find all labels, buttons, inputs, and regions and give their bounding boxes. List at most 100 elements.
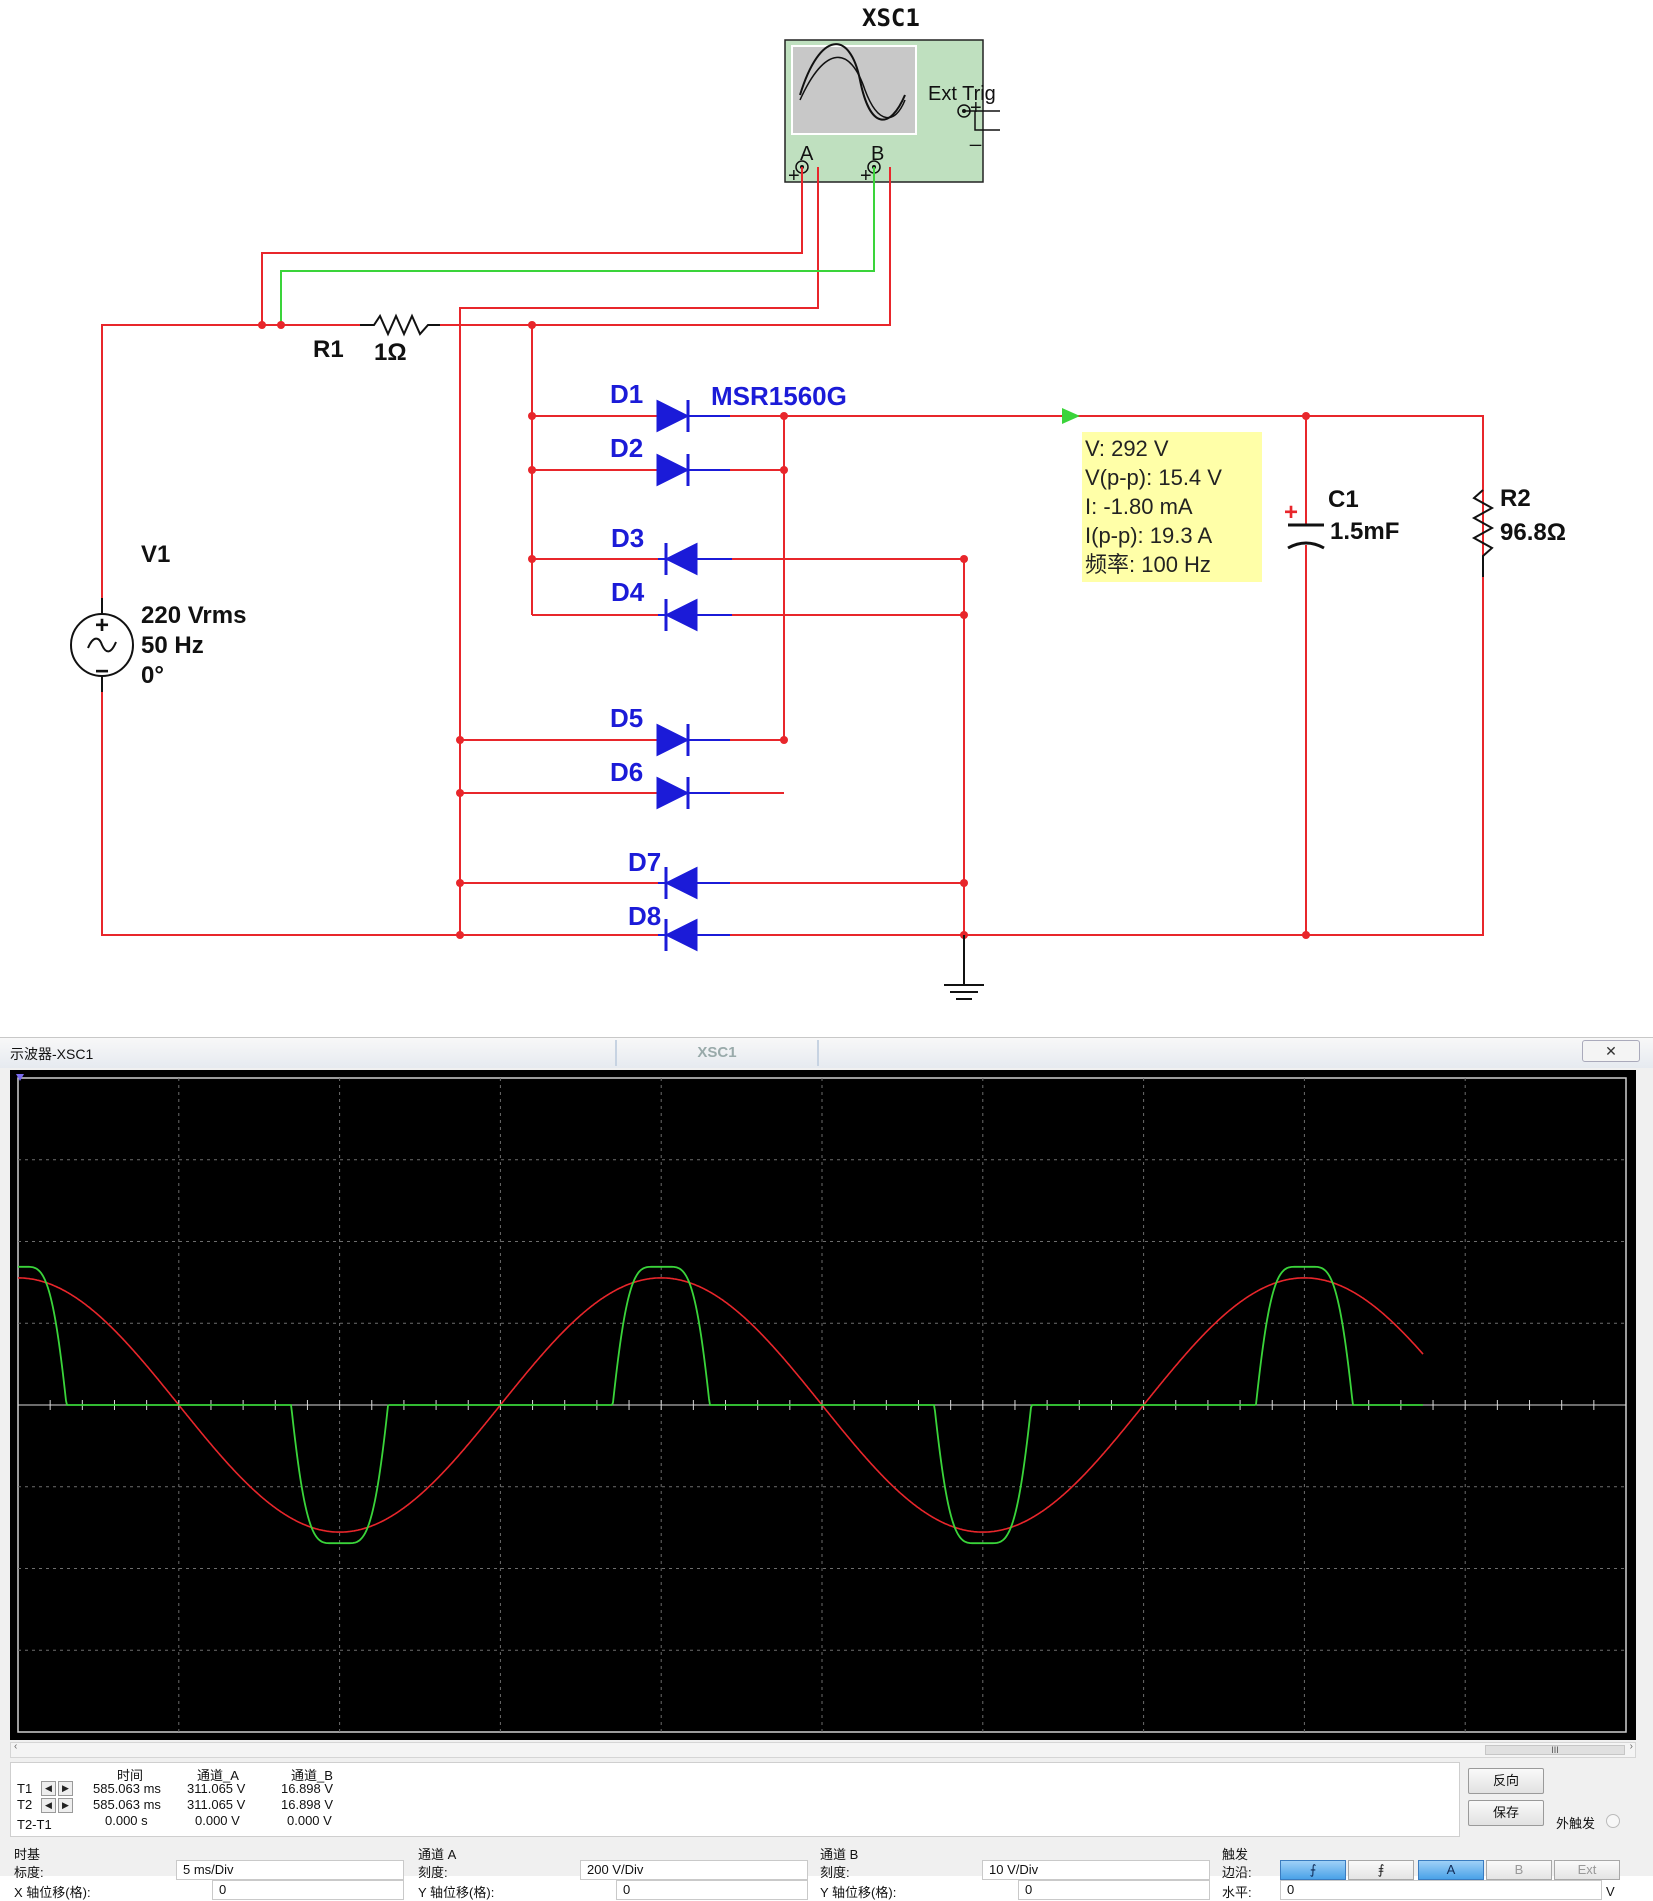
t2-channel-b: 16.898 V: [281, 1797, 334, 1812]
junction-dots: [258, 321, 1310, 939]
diff-channel-a: 0.000 V: [195, 1813, 240, 1828]
trigger-source-b-button[interactable]: B: [1486, 1860, 1552, 1880]
channel-b-terminal-label: B: [871, 143, 884, 165]
diode-d5-label: D5: [610, 703, 643, 733]
trigger-title: 触发: [1222, 1847, 1249, 1862]
ground-icon: [944, 935, 984, 1000]
t1-time: 585.063 ms: [93, 1781, 161, 1796]
trigger-rising-edge-button[interactable]: ⨍: [1280, 1860, 1346, 1880]
r1-name: R1: [313, 336, 344, 363]
svg-text:+: +: [860, 165, 872, 187]
horizontal-scrollbar[interactable]: ‹ III ›: [10, 1741, 1636, 1758]
r1-value: 1Ω: [374, 339, 407, 366]
probe-line-ipp: I(p-p): 19.3 A: [1085, 523, 1213, 548]
capacitor-c1[interactable]: + C1 1.5mF: [1284, 486, 1399, 550]
channel-a-scale-label: 刻度:: [418, 1865, 448, 1880]
svg-text:_: _: [969, 125, 982, 147]
channel-b-title: 通道 B: [820, 1847, 859, 1862]
resistor-r2[interactable]: R2 96.8Ω: [1471, 485, 1566, 577]
svg-text:+: +: [1284, 499, 1298, 526]
diode-d7[interactable]: [658, 866, 730, 900]
voltage-source-v1[interactable]: + − V1 220 Vrms 50 Hz 0°: [70, 541, 246, 692]
readout-row-t1-label: T1: [17, 1781, 33, 1796]
diff-channel-b: 0.000 V: [287, 1813, 332, 1828]
c1-value: 1.5mF: [1330, 518, 1399, 545]
resistor-r1[interactable]: R1 1Ω: [313, 313, 440, 366]
channel-a-terminal-label: A: [800, 143, 814, 165]
scope-titlebar[interactable]: 示波器-XSC1 XSC1 ✕: [0, 1038, 1653, 1068]
scroll-right-icon[interactable]: ›: [1629, 1741, 1633, 1752]
diode-d3-label: D3: [611, 523, 644, 553]
timebase-xpos-field[interactable]: 0: [212, 1880, 404, 1900]
scope-window-title: 示波器-XSC1: [10, 1046, 94, 1062]
channel-a-ypos-field[interactable]: 0: [616, 1880, 808, 1900]
diode-d3[interactable]: [658, 542, 732, 576]
oscilloscope-window: 示波器-XSC1 XSC1 ✕ ‹ III › 时间 通道_A 通道_B T1 …: [0, 1037, 1653, 1900]
scope-display[interactable]: [10, 1070, 1636, 1740]
diode-d6[interactable]: [656, 776, 730, 810]
channel-b-ypos-label: Y 轴位移(格):: [820, 1885, 897, 1900]
scope-wires: [261, 167, 891, 326]
readout-row-diff-label: T2-T1: [17, 1817, 52, 1832]
cursor-readout: 时间 通道_A 通道_B T1 ◀ ▶ 585.063 ms 311.065 V…: [10, 1762, 1460, 1837]
readout-row-t2-label: T2: [17, 1797, 33, 1812]
diode-d8-label: D8: [628, 901, 661, 931]
v1-name: V1: [141, 541, 170, 568]
ext-trig-label: Ext Trig: [928, 83, 996, 105]
diode-labels: D1 D2 D3 D4 D5 D6 D7 D8 MSR1560G: [610, 379, 847, 931]
probe-line-vpp: V(p-p): 15.4 V: [1085, 465, 1222, 490]
t2-left-arrow-icon[interactable]: ◀: [41, 1798, 56, 1813]
scroll-left-icon[interactable]: ‹: [14, 1741, 18, 1752]
probe-arrow-icon: [1062, 408, 1080, 424]
oscilloscope-xsc1[interactable]: XSC1 Ext Trig + _ A B + +: [784, 4, 1000, 187]
trigger-level-label: 水平:: [1222, 1885, 1252, 1900]
timebase-xpos-label: X 轴位移(格):: [14, 1885, 91, 1900]
t1-left-arrow-icon[interactable]: ◀: [41, 1781, 56, 1796]
scroll-thumb[interactable]: III: [1485, 1745, 1625, 1755]
probe-line-current: I: -1.80 mA: [1085, 494, 1193, 519]
diode-model-label: MSR1560G: [711, 381, 847, 411]
circuit-wires: [101, 324, 1484, 936]
close-button[interactable]: ✕: [1582, 1040, 1640, 1062]
probe-readout: V: 292 V V(p-p): 15.4 V I: -1.80 mA I(p-…: [1082, 432, 1262, 582]
oscilloscope-name: XSC1: [862, 4, 920, 32]
trigger-source-ext-button[interactable]: Ext: [1554, 1860, 1620, 1880]
cursor-t1-marker-icon[interactable]: [16, 1074, 24, 1081]
trigger-source-a-button[interactable]: A: [1418, 1860, 1484, 1880]
t1-right-arrow-icon[interactable]: ▶: [58, 1781, 73, 1796]
t2-right-arrow-icon[interactable]: ▶: [58, 1798, 73, 1813]
svg-text:−: −: [95, 658, 109, 685]
channel-b-ypos-field[interactable]: 0: [1018, 1880, 1210, 1900]
svg-text:+: +: [95, 612, 109, 639]
diode-d2[interactable]: [656, 453, 730, 487]
channel-b-scale-label: 刻度:: [820, 1865, 850, 1880]
ext-trigger-label: 外触发: [1556, 1816, 1596, 1831]
svg-text:+: +: [788, 165, 800, 187]
trigger-level-field[interactable]: 0: [1280, 1880, 1602, 1900]
probe-line-voltage: V: 292 V: [1085, 436, 1169, 461]
diode-d4[interactable]: [658, 598, 732, 632]
timebase-scale-field[interactable]: 5 ms/Div: [176, 1860, 404, 1880]
diode-d8[interactable]: [658, 918, 730, 952]
diode-d1[interactable]: [656, 399, 730, 433]
save-button[interactable]: 保存: [1468, 1800, 1544, 1826]
v1-amplitude: 220 Vrms: [141, 602, 246, 629]
c1-name: C1: [1328, 486, 1359, 513]
channel-b-scale-field[interactable]: 10 V/Div: [982, 1860, 1210, 1880]
diode-d2-label: D2: [610, 433, 643, 463]
channel-a-trace: [18, 1277, 1424, 1533]
r2-name: R2: [1500, 485, 1531, 512]
reverse-button[interactable]: 反向: [1468, 1768, 1544, 1794]
channel-a-title: 通道 A: [418, 1847, 457, 1862]
channel-b-trace: [18, 1265, 1423, 1545]
t1-channel-a: 311.065 V: [187, 1781, 246, 1796]
scope-tab-xsc1[interactable]: XSC1: [615, 1040, 819, 1066]
svg-text:+: +: [970, 97, 982, 119]
probe-line-frequency: 频率: 100 Hz: [1085, 552, 1211, 577]
ext-trigger-terminal-icon[interactable]: [1606, 1814, 1620, 1828]
trigger-falling-edge-button[interactable]: ⨎: [1348, 1860, 1414, 1880]
readout-header-channel-b: 通道_B: [291, 1768, 333, 1783]
channel-a-scale-field[interactable]: 200 V/Div: [580, 1860, 808, 1880]
diode-d5[interactable]: [656, 723, 730, 757]
diff-time: 0.000 s: [105, 1813, 148, 1828]
